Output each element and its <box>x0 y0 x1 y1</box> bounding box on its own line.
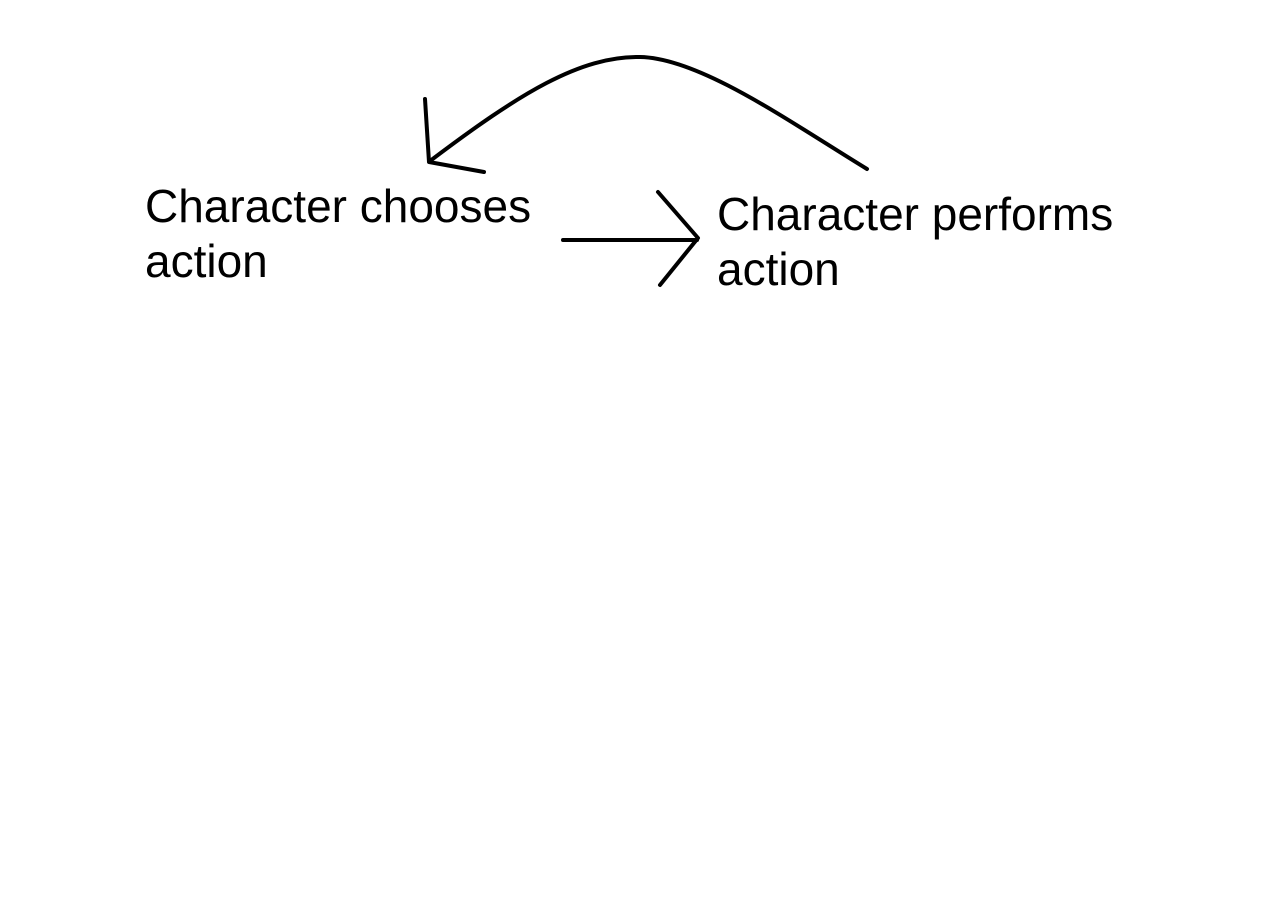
arrowhead-choose-to-perform <box>656 190 700 287</box>
arrowhead-perform-to-choose <box>423 97 486 174</box>
node-character-chooses-action: Character chooses action <box>145 179 531 289</box>
node-choose-line1: Character chooses <box>145 180 532 232</box>
node-choose-line2: action <box>145 235 268 287</box>
node-perform-line2: action <box>717 243 840 295</box>
node-character-performs-action: Character performs action <box>717 187 1113 297</box>
node-perform-line1: Character performs <box>717 188 1114 240</box>
arrow-curve-perform-to-choose <box>428 54 869 171</box>
